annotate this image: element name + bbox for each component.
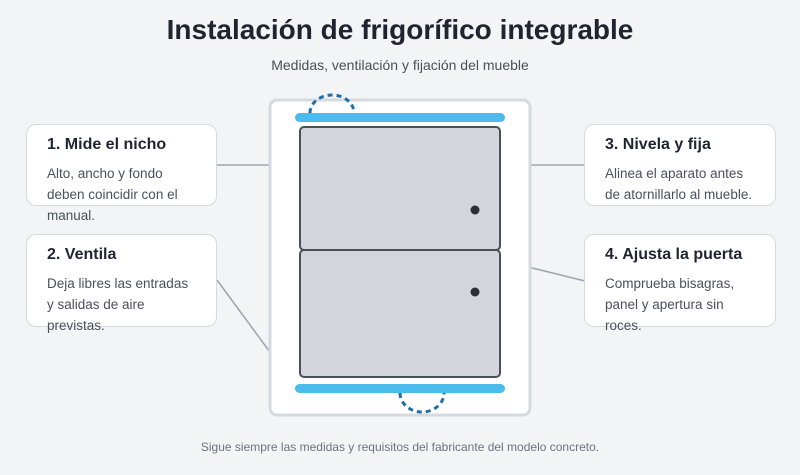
step-title: 1. Mide el nicho [47, 136, 167, 153]
step-title: 3. Nivela y fija [605, 136, 711, 153]
step-text: Comprueba bisagras, panel y apertura sin… [605, 276, 735, 333]
step-text: Deja libres las entradas y salidas de ai… [47, 276, 189, 333]
footer-note: Sigue siempre las medidas y requisitos d… [200, 440, 600, 454]
door-handle-icon [470, 287, 480, 297]
bottom-vent-bar [295, 384, 505, 393]
step-title: 4. Ajusta la puerta [605, 246, 743, 263]
step-text: Alto, ancho y fondo deben coincidir con … [47, 166, 178, 223]
step-title: 2. Ventila [47, 246, 117, 263]
airflow-marker-icon [308, 93, 356, 114]
airflow-marker-icon [398, 392, 446, 414]
step-card-4: 4. Ajusta la puerta Comprueba bisagras, … [584, 234, 776, 333]
page-title: Instalación de frigorífico integrable [166, 14, 634, 45]
lower-fridge-door [299, 249, 501, 378]
page-subtitle: Medidas, ventilación y fijación del mueb… [271, 57, 529, 73]
upper-fridge-door [299, 126, 501, 251]
step-card-3: 3. Nivela y fija Alinea el aparato antes… [584, 124, 776, 206]
step-card-1: 1. Mide el nicho Alto, ancho y fondo deb… [26, 124, 217, 223]
step-text: Alinea el aparato antes de atornillarlo … [605, 166, 753, 202]
door-handle-icon [470, 205, 480, 215]
top-vent-bar [295, 113, 505, 122]
step-card-2: 2. Ventila Deja libres las entradas y sa… [26, 234, 217, 333]
